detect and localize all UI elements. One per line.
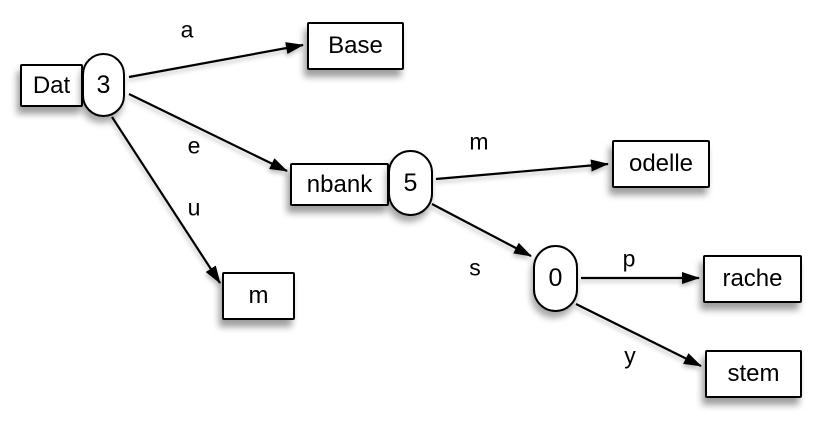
- edge-y-line: [575, 303, 702, 367]
- node-dat-count-ellipse: 3: [82, 53, 125, 117]
- node-odelle-box: odelle: [612, 140, 710, 188]
- node-zero-ellipse: 0: [533, 245, 578, 312]
- edge-u-line: [111, 116, 221, 284]
- node-rache-box: rache: [703, 255, 802, 303]
- edge-label-m: m: [469, 128, 489, 155]
- edge-label-p: p: [622, 245, 636, 272]
- node-dat-box: Dat: [20, 64, 83, 107]
- edge-a-line: [128, 42, 304, 79]
- edge-label-y: y: [624, 342, 636, 369]
- node-base-box: Base: [307, 22, 404, 70]
- edge-m-line: [435, 159, 609, 181]
- edge-label-u: u: [187, 194, 201, 221]
- node-m-box: m: [222, 272, 295, 320]
- node-nbank-box: nbank: [290, 163, 389, 206]
- edge-s-line: [431, 203, 532, 257]
- edge-e-line: [128, 93, 288, 172]
- node-nbank-count-ellipse: 5: [388, 150, 433, 216]
- node-stem-box: stem: [705, 350, 802, 398]
- edge-label-e: e: [187, 132, 201, 159]
- edge-label-a: a: [180, 16, 194, 43]
- edge-label-s: s: [469, 254, 481, 281]
